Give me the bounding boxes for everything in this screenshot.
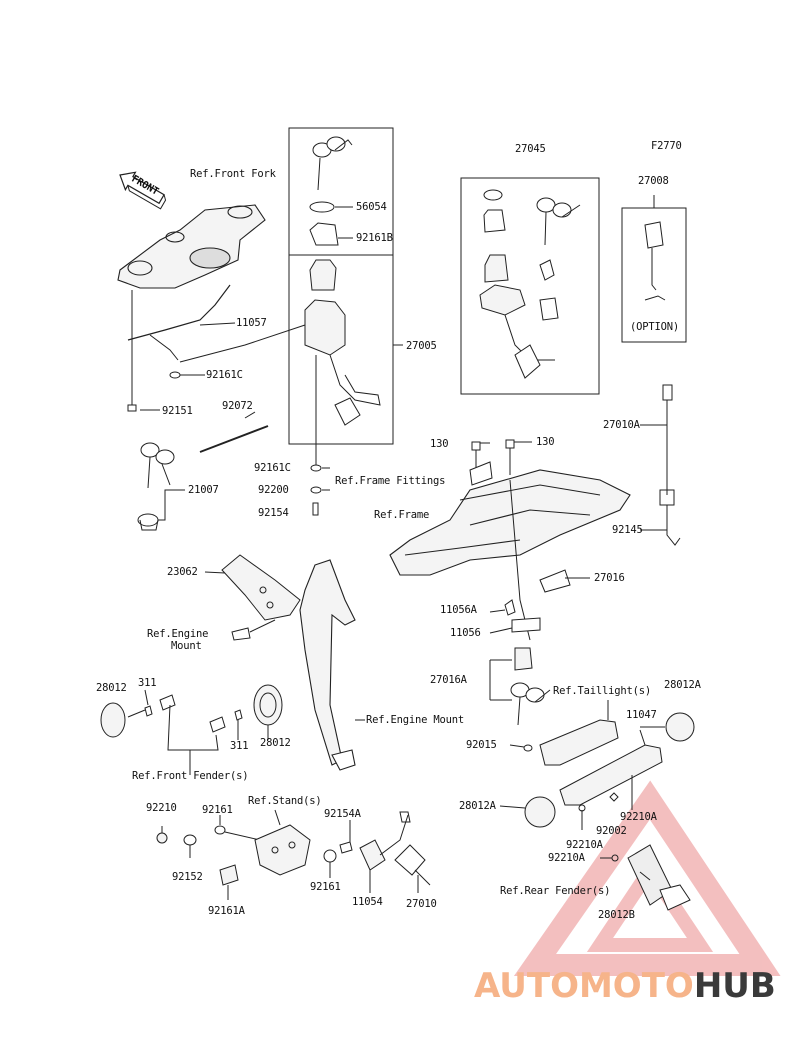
part-label-28012-a: 28012: [96, 682, 127, 694]
part-label-92002: 92002: [596, 825, 627, 837]
watermark-logo: AUTOMOTOHUB: [474, 966, 776, 1006]
part-label-21007: 21007: [188, 484, 219, 496]
part-label-28012b: 28012B: [598, 909, 635, 921]
part-label-92161c-b: 92161C: [254, 462, 291, 474]
part-label-92210a-b: 92210A: [566, 839, 603, 851]
part-label-92161b: 92161B: [356, 232, 393, 244]
part-label-92200: 92200: [258, 484, 289, 496]
label-ref-engine-mount-line1: Ref.Engine: [147, 628, 209, 640]
part-label-27008: 27008: [638, 175, 669, 187]
part-label-311-a: 311: [138, 677, 157, 689]
part-label-27010: 27010: [406, 898, 437, 910]
label-ref-frame: Ref.Frame: [374, 509, 430, 521]
part-label-92145: 92145: [612, 524, 643, 536]
label-ref-rear-fender: Ref.Rear Fender(s): [500, 885, 611, 897]
label-ref-engine-mount-line2: Mount: [171, 640, 202, 652]
key-set-27045: [536, 197, 581, 246]
key-set-27005: [312, 136, 353, 191]
part-label-92154: 92154: [258, 507, 289, 519]
part-label-92161-a: 92161: [202, 804, 233, 816]
part-label-11047: 11047: [626, 709, 657, 721]
box-27005-group: [288, 127, 394, 445]
part-label-11054: 11054: [352, 896, 383, 908]
part-label-28012a-a: 28012A: [664, 679, 701, 691]
part-label-92152: 92152: [172, 871, 203, 883]
part-label-28012a-b: 28012A: [459, 800, 496, 812]
engine-mount-bracket-part: [221, 554, 301, 621]
watermark-text-part2: HUB: [693, 966, 776, 1006]
part-label-92151: 92151: [162, 405, 193, 417]
label-ref-taillight: Ref.Taillight(s): [553, 685, 651, 697]
box-27045-group: [460, 177, 600, 395]
part-label-92072: 92072: [222, 400, 253, 412]
watermark-text-part1: AUTOMOTO: [474, 966, 694, 1006]
part-label-92210a-c: 92210A: [548, 852, 585, 864]
part-label-27016a: 27016A: [430, 674, 467, 686]
part-label-92154a: 92154A: [324, 808, 361, 820]
part-label-92210a-a: 92210A: [620, 811, 657, 823]
part-label-56054: 56054: [356, 201, 387, 213]
label-ref-front-fender: Ref.Front Fender(s): [132, 770, 249, 782]
part-label-27045: 27045: [515, 143, 546, 155]
part-label-92161a: 92161A: [208, 905, 245, 917]
label-ref-stand: Ref.Stand(s): [248, 795, 322, 807]
stand-switch-bracket-part: [254, 824, 311, 876]
part-label-11056: 11056: [450, 627, 481, 639]
part-label-92161-b: 92161: [310, 881, 341, 893]
key-set-21007: [137, 442, 175, 531]
top-bridge-part: [117, 204, 266, 289]
part-label-92210: 92210: [146, 802, 177, 814]
frame-part: [389, 469, 631, 576]
part-label-92161c: 92161C: [206, 369, 243, 381]
part-label-130-b: 130: [536, 436, 555, 448]
part-label-27016: 27016: [594, 572, 625, 584]
label-ref-frame-fittings: Ref.Frame Fittings: [335, 475, 446, 487]
side-stand-part: [299, 559, 356, 771]
label-ref-engine-mount: Ref.Engine Mount: [366, 714, 464, 726]
part-label-28012-b: 28012: [260, 737, 291, 749]
figure-code: F2770: [651, 140, 682, 152]
watermark-triangle: [513, 780, 781, 976]
part-label-11056a: 11056A: [440, 604, 477, 616]
part-label-11057: 11057: [236, 317, 267, 329]
part-label-27010a: 27010A: [603, 419, 640, 431]
label-ref-front-fork: Ref.Front Fork: [190, 168, 276, 180]
label-option: (OPTION): [630, 321, 679, 333]
key-set-27016a: [510, 682, 551, 726]
part-label-92015: 92015: [466, 739, 497, 751]
part-label-311-b: 311: [230, 740, 249, 752]
part-label-27005: 27005: [406, 340, 437, 352]
part-label-23062: 23062: [167, 566, 198, 578]
front-arrow-icon: [119, 171, 167, 210]
license-plate-bracket-part: [539, 700, 663, 806]
key-blank-27008: [644, 221, 666, 301]
part-label-130-a: 130: [430, 438, 449, 450]
